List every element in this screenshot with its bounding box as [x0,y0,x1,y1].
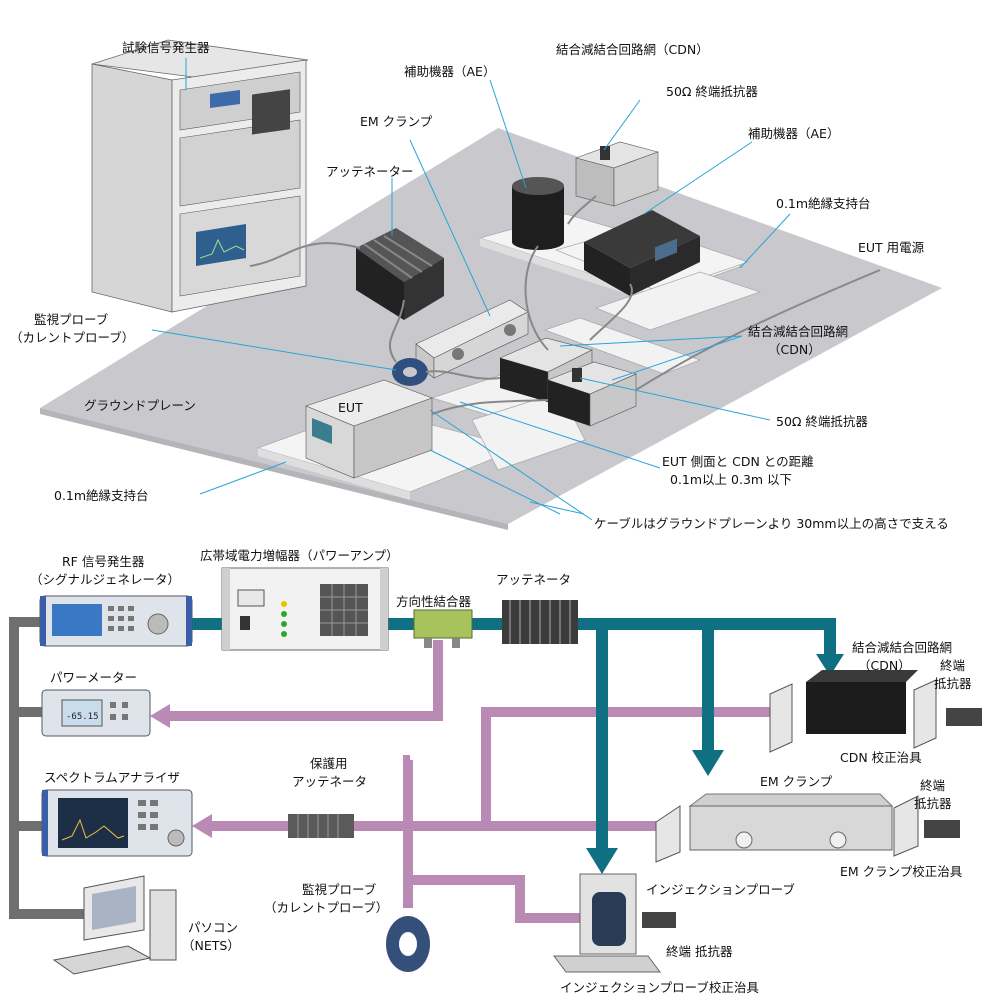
label-cdn-1: 結合減結合回路網（CDN） [556,42,709,57]
auxiliary-equipment-printer [584,210,700,296]
label-monitor-probe-top-1: 監視プローブ [34,312,109,327]
protective-attenuator [288,814,354,838]
monitor-probe-top [392,358,428,386]
arrow-to-power-meter [150,704,170,728]
control-bus [9,617,84,919]
cdn-calibration-fixture [769,670,982,753]
label-rf-generator-1: RF 信号発生器 [62,554,145,569]
power-meter: -65.15 [41,689,151,737]
arrow-to-spectrum-analyzer [192,814,212,838]
label-cdn-2-line1: 結合減結合回路網 [748,324,848,339]
rf-signal-generator [39,595,193,647]
label-rf-generator-2: （シグナルジェネレータ） [30,572,180,587]
attenuator-bottom [502,600,578,644]
label-insulating-support-1: 0.1m絶縁支持台 [776,196,871,211]
directional-coupler [413,609,473,648]
label-termination-3: 終端 抵抗器 [666,944,733,959]
cdn-top [574,141,660,207]
label-termination-50ohm-1: 50Ω 終端抵抗器 [666,84,758,99]
label-cdn-fixture: CDN 校正治具 [840,750,922,765]
label-ground-plane: グラウンドプレーン [84,398,196,413]
label-em-clamp-bottom: EM クランプ [760,774,833,789]
monitor-probe-bottom [386,916,430,972]
label-termination-2-line2: 抵抗器 [914,796,952,811]
power-amplifier [221,567,389,651]
em-clamp [415,299,529,379]
attenuator-heatsink [356,228,444,320]
label-test-signal-generator: 試験信号発生器 [122,40,210,55]
arrow-to-em-clamp [692,750,724,776]
label-attenuator-bottom: アッテネータ [496,572,571,587]
label-spectrum-analyzer: スペクトラムアナライザ [44,770,180,785]
top-text: 試験信号発生器 補助機器（AE） 結合減結合回路網（CDN） 50Ω 終端抵抗器… [10,40,949,531]
arrow-to-cdn [816,654,844,676]
personal-computer [52,875,177,975]
top-illustration [40,39,942,530]
cables [249,195,881,415]
label-em-clamp-fixture: EM クランプ校正治具 [840,864,963,879]
label-termination-2-line1: 終端 [920,778,945,793]
label-termination-50ohm-2: 50Ω 終端抵抗器 [776,414,868,429]
label-power-amp: 広帯域電力増幅器（パワーアンプ） [200,548,399,563]
label-insulating-support-2: 0.1m絶縁支持台 [54,488,149,503]
rf-paths [192,618,836,850]
label-power-meter: パワーメーター [50,670,137,685]
label-eut-power: EUT 用電源 [858,240,925,255]
label-cable-note: ケーブルはグラウンドプレーンより 30mm以上の高さで支える [594,516,949,531]
spectrum-analyzer [41,789,193,857]
auxiliary-equipment-cylinder [512,177,564,250]
arrow-to-injection-probe [586,848,618,874]
label-distance-line2: 0.1m以上 0.3m 以下 [670,472,792,487]
em-clamp-calibration-fixture [655,793,960,863]
label-termination-1-line1: 終端 [940,658,965,673]
label-monitor-probe-top-2: （カレントプローブ） [10,330,134,345]
label-em-clamp-top: EM クランプ [360,114,433,129]
label-auxiliary-equipment-1: 補助機器（AE） [404,64,495,79]
label-protective-attenuator-1: 保護用 [310,756,348,771]
label-injection-probe: インジェクションプローブ [646,882,795,897]
power-meter-reading: -65.15 [66,712,99,722]
label-cdn-bottom-2: （CDN） [858,658,911,673]
injection-probe-calibration-fixture [553,873,676,973]
label-monitor-probe-bottom-1: 監視プローブ [302,882,377,897]
cdn-front-right [547,361,637,427]
label-injection-fixture: インジェクションプローブ校正治具 [560,980,759,995]
leader-lines [151,58,791,521]
measurement-paths [170,640,770,923]
label-pc-2: （NETS） [182,938,240,953]
label-cdn-bottom-1: 結合減結合回路網 [852,640,952,655]
label-eut: EUT [338,400,363,415]
bottom-text: RF 信号発生器 （シグナルジェネレータ） 広帯域電力増幅器（パワーアンプ） 方… [30,548,972,995]
bottom-block-diagram: -65.15 [9,567,982,975]
insulating-support-right [594,271,762,331]
test-signal-generator-rack [91,39,309,313]
label-auxiliary-equipment-2: 補助機器（AE） [748,126,839,141]
label-pc-1: パソコン [188,920,238,935]
label-cdn-2-line2: （CDN） [768,342,821,357]
label-distance-line1: EUT 側面と CDN との距離 [662,454,814,469]
label-protective-attenuator-2: アッテネータ [292,774,367,789]
label-attenuator-top: アッテネーター [326,164,414,179]
label-termination-1-line2: 抵抗器 [934,676,972,691]
label-monitor-probe-bottom-2: （カレントプローブ） [264,900,388,915]
label-directional-coupler: 方向性結合器 [396,594,472,609]
eut-box [305,379,433,479]
